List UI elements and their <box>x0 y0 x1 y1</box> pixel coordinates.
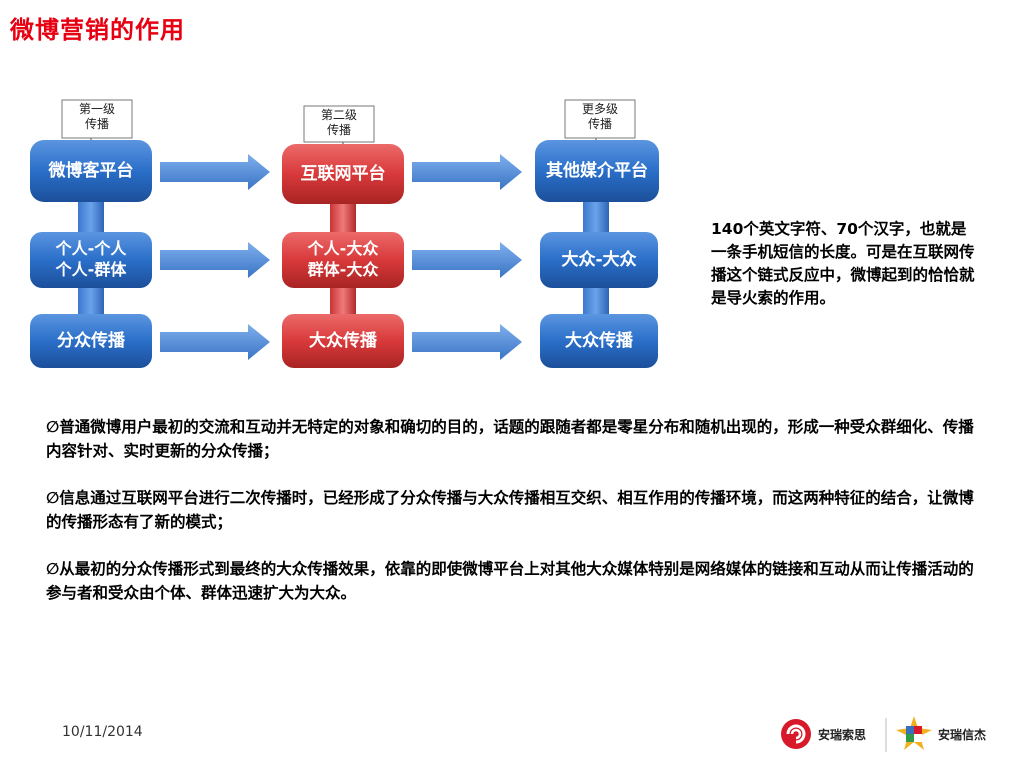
label-mass-comm: 大众传播 <box>309 331 377 351</box>
arrow-r3-b <box>412 324 522 360</box>
bullet-list: ∅普通微博用户最初的交流和互动并无特定的对象和确切的目的，话题的跟随者都是零星分… <box>46 415 976 628</box>
box-mass-comm-2 <box>540 314 658 368</box>
slide-title: 微博营销的作用 <box>10 16 185 44</box>
propagation-diagram: 第一级 传播 第二级 传播 更多级 传播 微博客平台 互联网平台 其他媒介平台 … <box>28 88 678 373</box>
side-description: 140个英文字符、70个汉字，也就是一条手机短信的长度。可是在互联网传播这个链式… <box>711 220 975 307</box>
bullet-item-1: ∅普通微博用户最初的交流和互动并无特定的对象和确切的目的，话题的跟随者都是零星分… <box>46 418 974 460</box>
box-microblog-platform <box>30 140 152 202</box>
arrow-r1-a <box>160 154 270 190</box>
tag-level-more: 更多级 传播 <box>581 102 618 131</box>
box-internet-platform <box>282 144 404 204</box>
box-segmented <box>30 314 152 368</box>
diagram-graphics <box>30 99 659 368</box>
bullet-item-3: ∅从最初的分众传播形式到最终的大众传播效果，依靠的即使微博平台上对其他大众媒体特… <box>46 560 974 602</box>
arrow-r1-b <box>412 154 522 190</box>
arrow-r2-a <box>160 242 270 278</box>
box-other-media <box>535 140 659 202</box>
arrow-r3-a <box>160 324 270 360</box>
logo-2-text: 安瑞信杰 <box>938 728 987 742</box>
label-segmented: 分众传播 <box>57 331 125 351</box>
label-mass-comm-2: 大众传播 <box>565 331 633 351</box>
box-person-mass <box>282 232 404 288</box>
footer-date: 10/11/2014 <box>62 724 143 740</box>
label-mass-mass: 大众-大众 <box>561 250 637 270</box>
label-person-mass: 个人-大众 群体-大众 <box>307 239 379 279</box>
box-person-person <box>30 232 152 288</box>
star-logo-icon <box>896 716 932 750</box>
arrow-r2-b <box>412 242 522 278</box>
logo-1-text: 安瑞索思 <box>818 728 867 742</box>
tag-level-2: 第二级 传播 <box>320 108 357 137</box>
bullet-item-2: ∅信息通过互联网平台进行二次传播时，已经形成了分众传播与大众传播相互交织、相互作… <box>46 489 974 531</box>
box-mass-comm <box>282 314 404 368</box>
swirl-logo-icon <box>781 719 811 749</box>
label-other-media: 其他媒介平台 <box>546 161 648 181</box>
label-internet-platform: 互联网平台 <box>300 164 386 184</box>
footer-logos: 安瑞索思 安瑞信杰 <box>778 712 1018 756</box>
logo-graphics <box>781 716 932 752</box>
tag-level-1: 第一级 传播 <box>78 102 115 131</box>
label-microblog-platform: 微博客平台 <box>48 161 134 181</box>
box-mass-mass <box>540 232 658 288</box>
label-person-person: 个人-个人 个人-群体 <box>55 239 127 279</box>
